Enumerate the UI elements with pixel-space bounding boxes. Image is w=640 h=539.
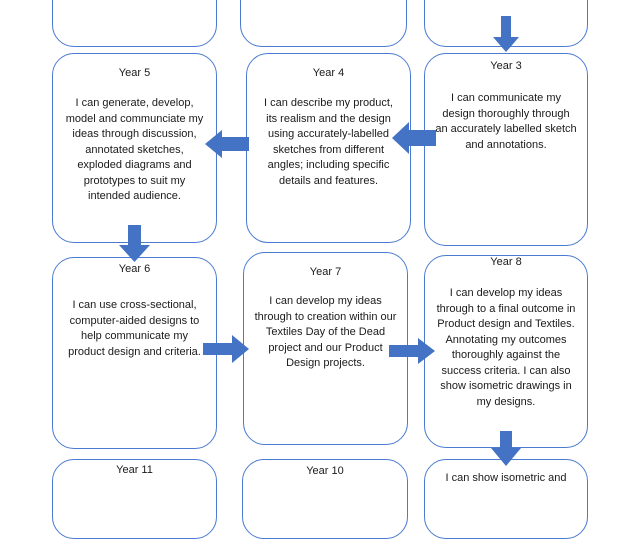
box-text: I can develop my ideas through to a fina… (436, 287, 576, 408)
box-text: I can describe my product, its realism a… (263, 97, 393, 187)
box-text: I can communicate my design thoroughly t… (435, 92, 577, 151)
arrow-down-year-8-to-year-9 (491, 431, 521, 466)
box-title: Year 8 (490, 256, 522, 268)
box-top-left (52, 0, 217, 47)
arrow-right-year-6-to-year-7 (203, 335, 249, 363)
box-title: Year 6 (118, 263, 151, 275)
arrows-layer (119, 16, 521, 466)
box-text: I can develop my ideas through to creati… (254, 295, 397, 369)
box-year-4: Year 4 I can describe my product, its re… (246, 53, 411, 243)
box-title: Year 3 (490, 60, 522, 72)
box-title: Year 5 (118, 67, 151, 79)
box-text: I can generate, develop, model and commu… (65, 97, 204, 202)
box-year-8: Year 8 I can develop my ideas through to… (424, 255, 588, 448)
box-text: I can use cross-sectional, computer-aide… (68, 299, 201, 358)
progression-diagram: Year 5 I can generate, develop, model an… (52, 0, 588, 539)
arrow-right-year-7-to-year-8 (389, 338, 435, 364)
arrow-down-to-year-3 (493, 16, 519, 52)
box-top-middle (240, 0, 407, 47)
box-year-6: Year 6 I can use cross-sectional, comput… (52, 257, 217, 449)
box-title: Year 11 (116, 464, 153, 476)
box-title: Year 4 (312, 67, 345, 79)
box-year-5: Year 5 I can generate, develop, model an… (52, 53, 217, 243)
box-title: Year 10 (306, 465, 344, 477)
box-title: Year 7 (309, 266, 342, 278)
arrow-left-year-4-to-year-5 (205, 130, 249, 158)
arrow-left-year-3-to-year-4 (392, 122, 436, 154)
arrow-down-year-5-to-year-6 (119, 225, 150, 262)
box-year-3: Year 3 I can communicate my design thoro… (424, 53, 588, 246)
